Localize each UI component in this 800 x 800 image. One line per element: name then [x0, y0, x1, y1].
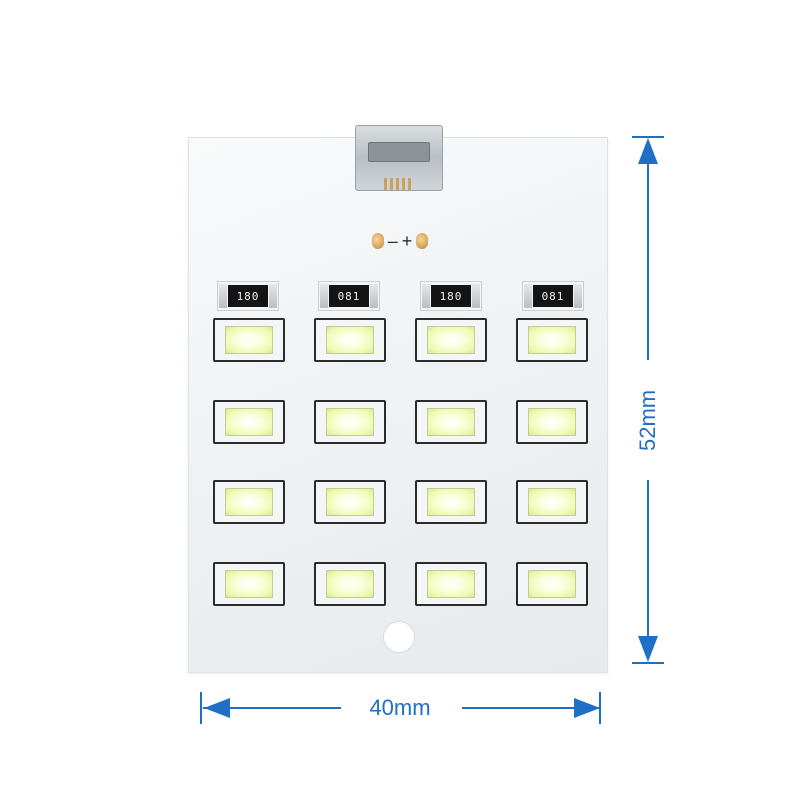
- led-lens: [225, 408, 273, 436]
- height-dimension-line-bottom: [647, 480, 649, 658]
- smd-led: [213, 400, 285, 444]
- smd-led: [516, 562, 588, 606]
- resistor-2: 081: [318, 281, 380, 311]
- smd-led: [314, 562, 386, 606]
- led-lens: [427, 408, 475, 436]
- minus-sign: –: [387, 230, 398, 251]
- resistor-marking: 180: [431, 285, 471, 307]
- smd-led: [213, 562, 285, 606]
- smd-led: [314, 318, 386, 362]
- height-tick-bottom: [632, 662, 664, 664]
- width-label: 40mm: [369, 695, 431, 720]
- arrow-up-icon: [638, 138, 658, 164]
- resistor-marking: 180: [228, 285, 268, 307]
- solder-pad-negative: [371, 233, 384, 249]
- led-lens: [427, 570, 475, 598]
- led-lens: [427, 326, 475, 354]
- solder-pad-positive: [416, 233, 429, 249]
- led-lens: [427, 488, 475, 516]
- led-lens: [225, 570, 273, 598]
- width-dimension-line-left: [203, 707, 341, 709]
- height-dimension-line-top: [647, 142, 649, 360]
- plus-sign: +: [401, 230, 413, 251]
- led-lens: [528, 408, 576, 436]
- led-lens: [326, 326, 374, 354]
- smd-led: [213, 318, 285, 362]
- resistor-3: 180: [420, 281, 482, 311]
- arrow-left-icon: [204, 698, 230, 718]
- led-lens: [326, 570, 374, 598]
- smd-led: [415, 400, 487, 444]
- mounting-hole: [383, 621, 415, 653]
- smd-led: [415, 562, 487, 606]
- resistor-1: 180: [217, 281, 279, 311]
- micro-usb-connector: [355, 125, 443, 191]
- smd-led: [516, 480, 588, 524]
- smd-led: [314, 400, 386, 444]
- resistor-4: 081: [522, 281, 584, 311]
- led-lens: [528, 326, 576, 354]
- height-label: 52mm: [635, 389, 660, 451]
- smd-led: [516, 318, 588, 362]
- led-lens: [528, 570, 576, 598]
- smd-led: [415, 318, 487, 362]
- width-tick-left: [200, 692, 202, 724]
- smd-led: [314, 480, 386, 524]
- resistor-marking: 081: [533, 285, 573, 307]
- led-lens: [225, 488, 273, 516]
- polarity-marking: – +: [350, 228, 450, 254]
- arrow-down-icon: [638, 636, 658, 662]
- smd-led: [516, 400, 588, 444]
- height-tick-top: [632, 136, 664, 138]
- smd-led: [415, 480, 487, 524]
- usb-port-opening: [368, 142, 430, 162]
- led-lens: [326, 488, 374, 516]
- width-dimension-line-right: [462, 707, 599, 709]
- smd-led: [213, 480, 285, 524]
- resistor-marking: 081: [329, 285, 369, 307]
- led-lens: [225, 326, 273, 354]
- led-lens: [528, 488, 576, 516]
- arrow-right-icon: [574, 698, 600, 718]
- led-lens: [326, 408, 374, 436]
- width-tick-right: [599, 692, 601, 724]
- usb-pins: [384, 178, 414, 190]
